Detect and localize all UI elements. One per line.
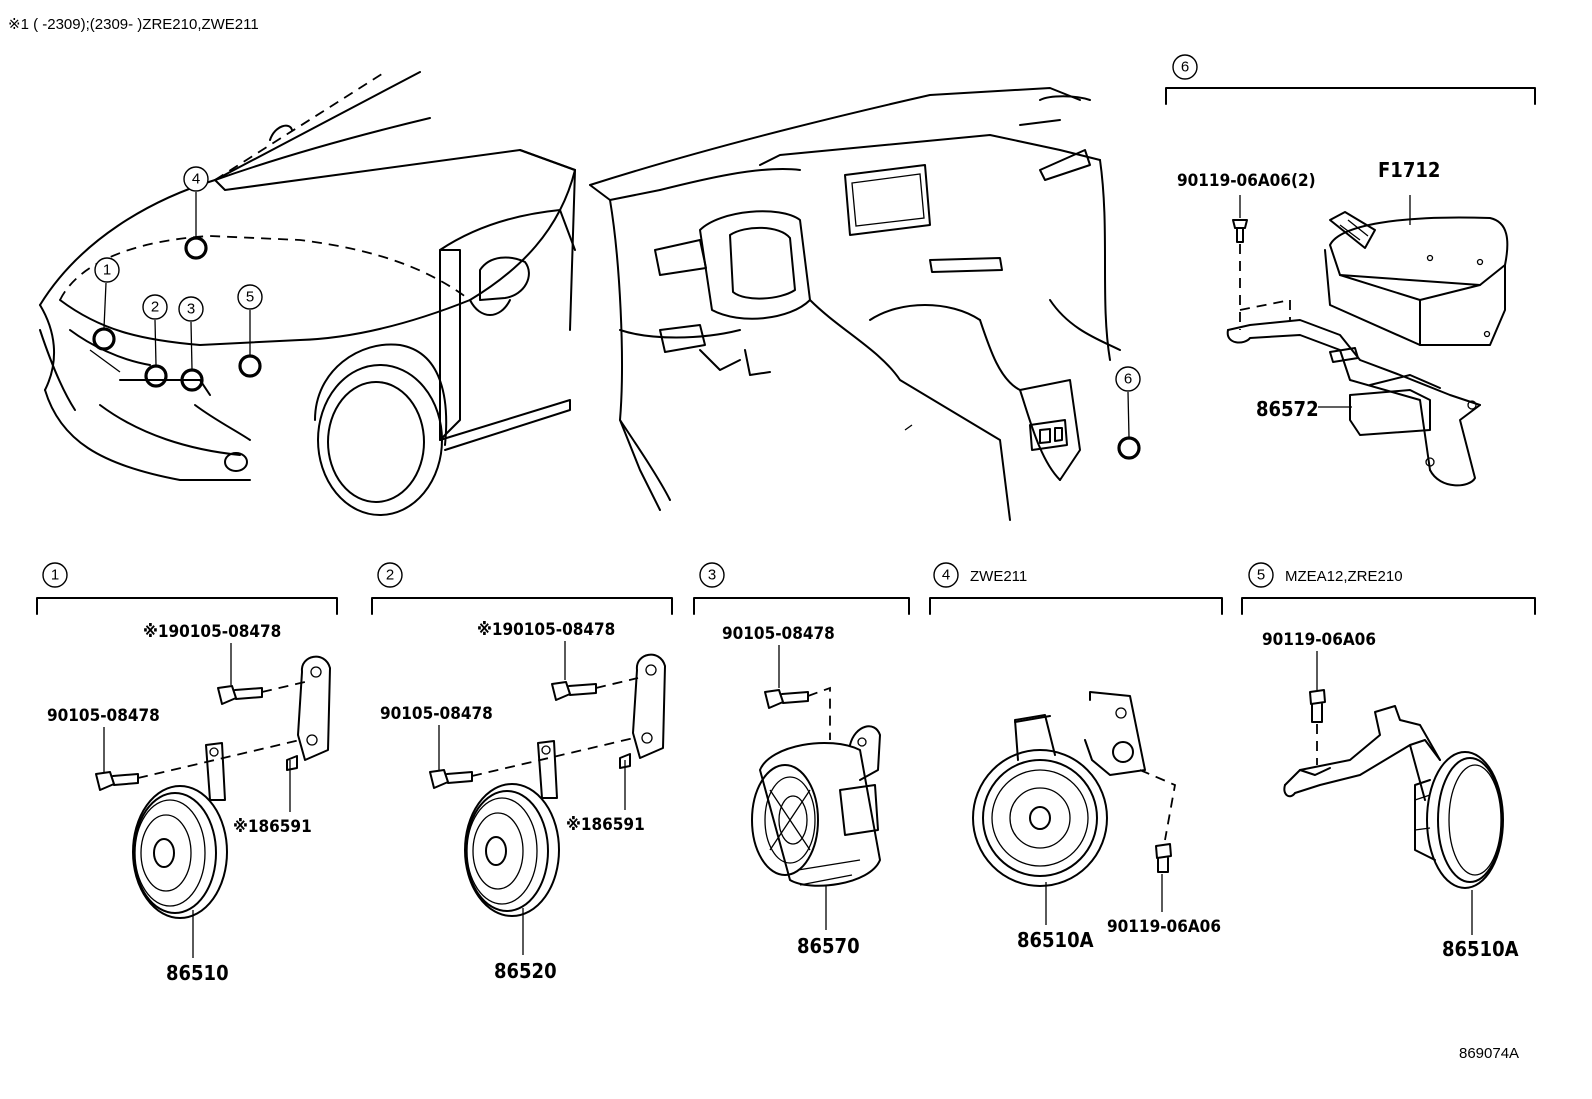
callout-90105-08478: 90105-08478 [47,706,160,726]
svg-text:6: 6 [1124,371,1132,388]
callout-86510A: 86510A [1017,928,1094,952]
callout-note-86591: ※186591 [233,817,312,837]
section-2-number: 2 [386,567,394,584]
location-marker-2: 2 [142,294,168,320]
callout-86572: 86572 [1256,397,1319,421]
section-4-condition: ZWE211 [970,568,1027,585]
section-5: 5 MZEA12,ZRE210 90119-06A06 86510A [1241,562,1536,961]
section-5-condition: MZEA12,ZRE210 [1285,568,1403,585]
section-5-number: 5 [1257,567,1265,584]
section-4-number: 4 [942,567,950,584]
location-marker-1: 1 [94,257,120,283]
illustration-id: 869074A [1459,1045,1519,1062]
section-4: 4 ZWE211 86510A 90119-06A06 [929,562,1223,952]
header-note: ※1 ( -2309);(2309- )ZRE210,ZWE211 [8,16,259,33]
callout-note-86591: ※186591 [566,815,645,835]
section-6-number: 6 [1181,59,1189,76]
callout-90119-06A06-2: 90119-06A06(2) [1177,171,1316,191]
location-marker-5: 5 [237,284,263,310]
callout-90119-06A06: 90119-06A06 [1107,917,1221,937]
section-1-number: 1 [51,567,59,584]
section-2: 2 ※190105-08478 90105-08478 ※186591 8652… [371,562,673,983]
callout-86510: 86510 [166,961,229,985]
svg-text:3: 3 [187,301,195,318]
section-6: 6 90119-06A06(2) F1712 86572 [1165,54,1536,487]
callout-86520: 86520 [494,959,557,983]
callout-F1712: F1712 [1378,158,1440,182]
location-marker-4: 4 [183,166,209,192]
callout-86510A: 86510A [1442,937,1519,961]
location-marker-3: 3 [178,296,204,322]
callout-90119-06A06: 90119-06A06 [1262,630,1376,650]
section-1: 1 ※190105-08478 90105-08478 ※186591 8651… [36,562,338,985]
svg-text:1: 1 [103,262,111,279]
callout-86570: 86570 [797,934,860,958]
section-3: 3 90105-08478 86570 [693,562,910,958]
vehicle-front-illustration [39,71,576,516]
callout-note-90105-08478: ※190105-08478 [143,622,281,642]
svg-text:4: 4 [192,171,200,188]
vehicle-interior-illustration [589,87,1121,521]
location-markers: 4 1 2 3 5 6 [92,166,1141,460]
location-marker-6: 6 [1115,366,1141,392]
svg-text:2: 2 [151,299,159,316]
section-3-number: 3 [708,567,716,584]
callout-90105-08478: 90105-08478 [722,624,835,644]
callout-90105-08478: 90105-08478 [380,704,493,724]
svg-text:5: 5 [246,289,254,306]
callout-note-90105-08478: ※190105-08478 [477,620,615,640]
